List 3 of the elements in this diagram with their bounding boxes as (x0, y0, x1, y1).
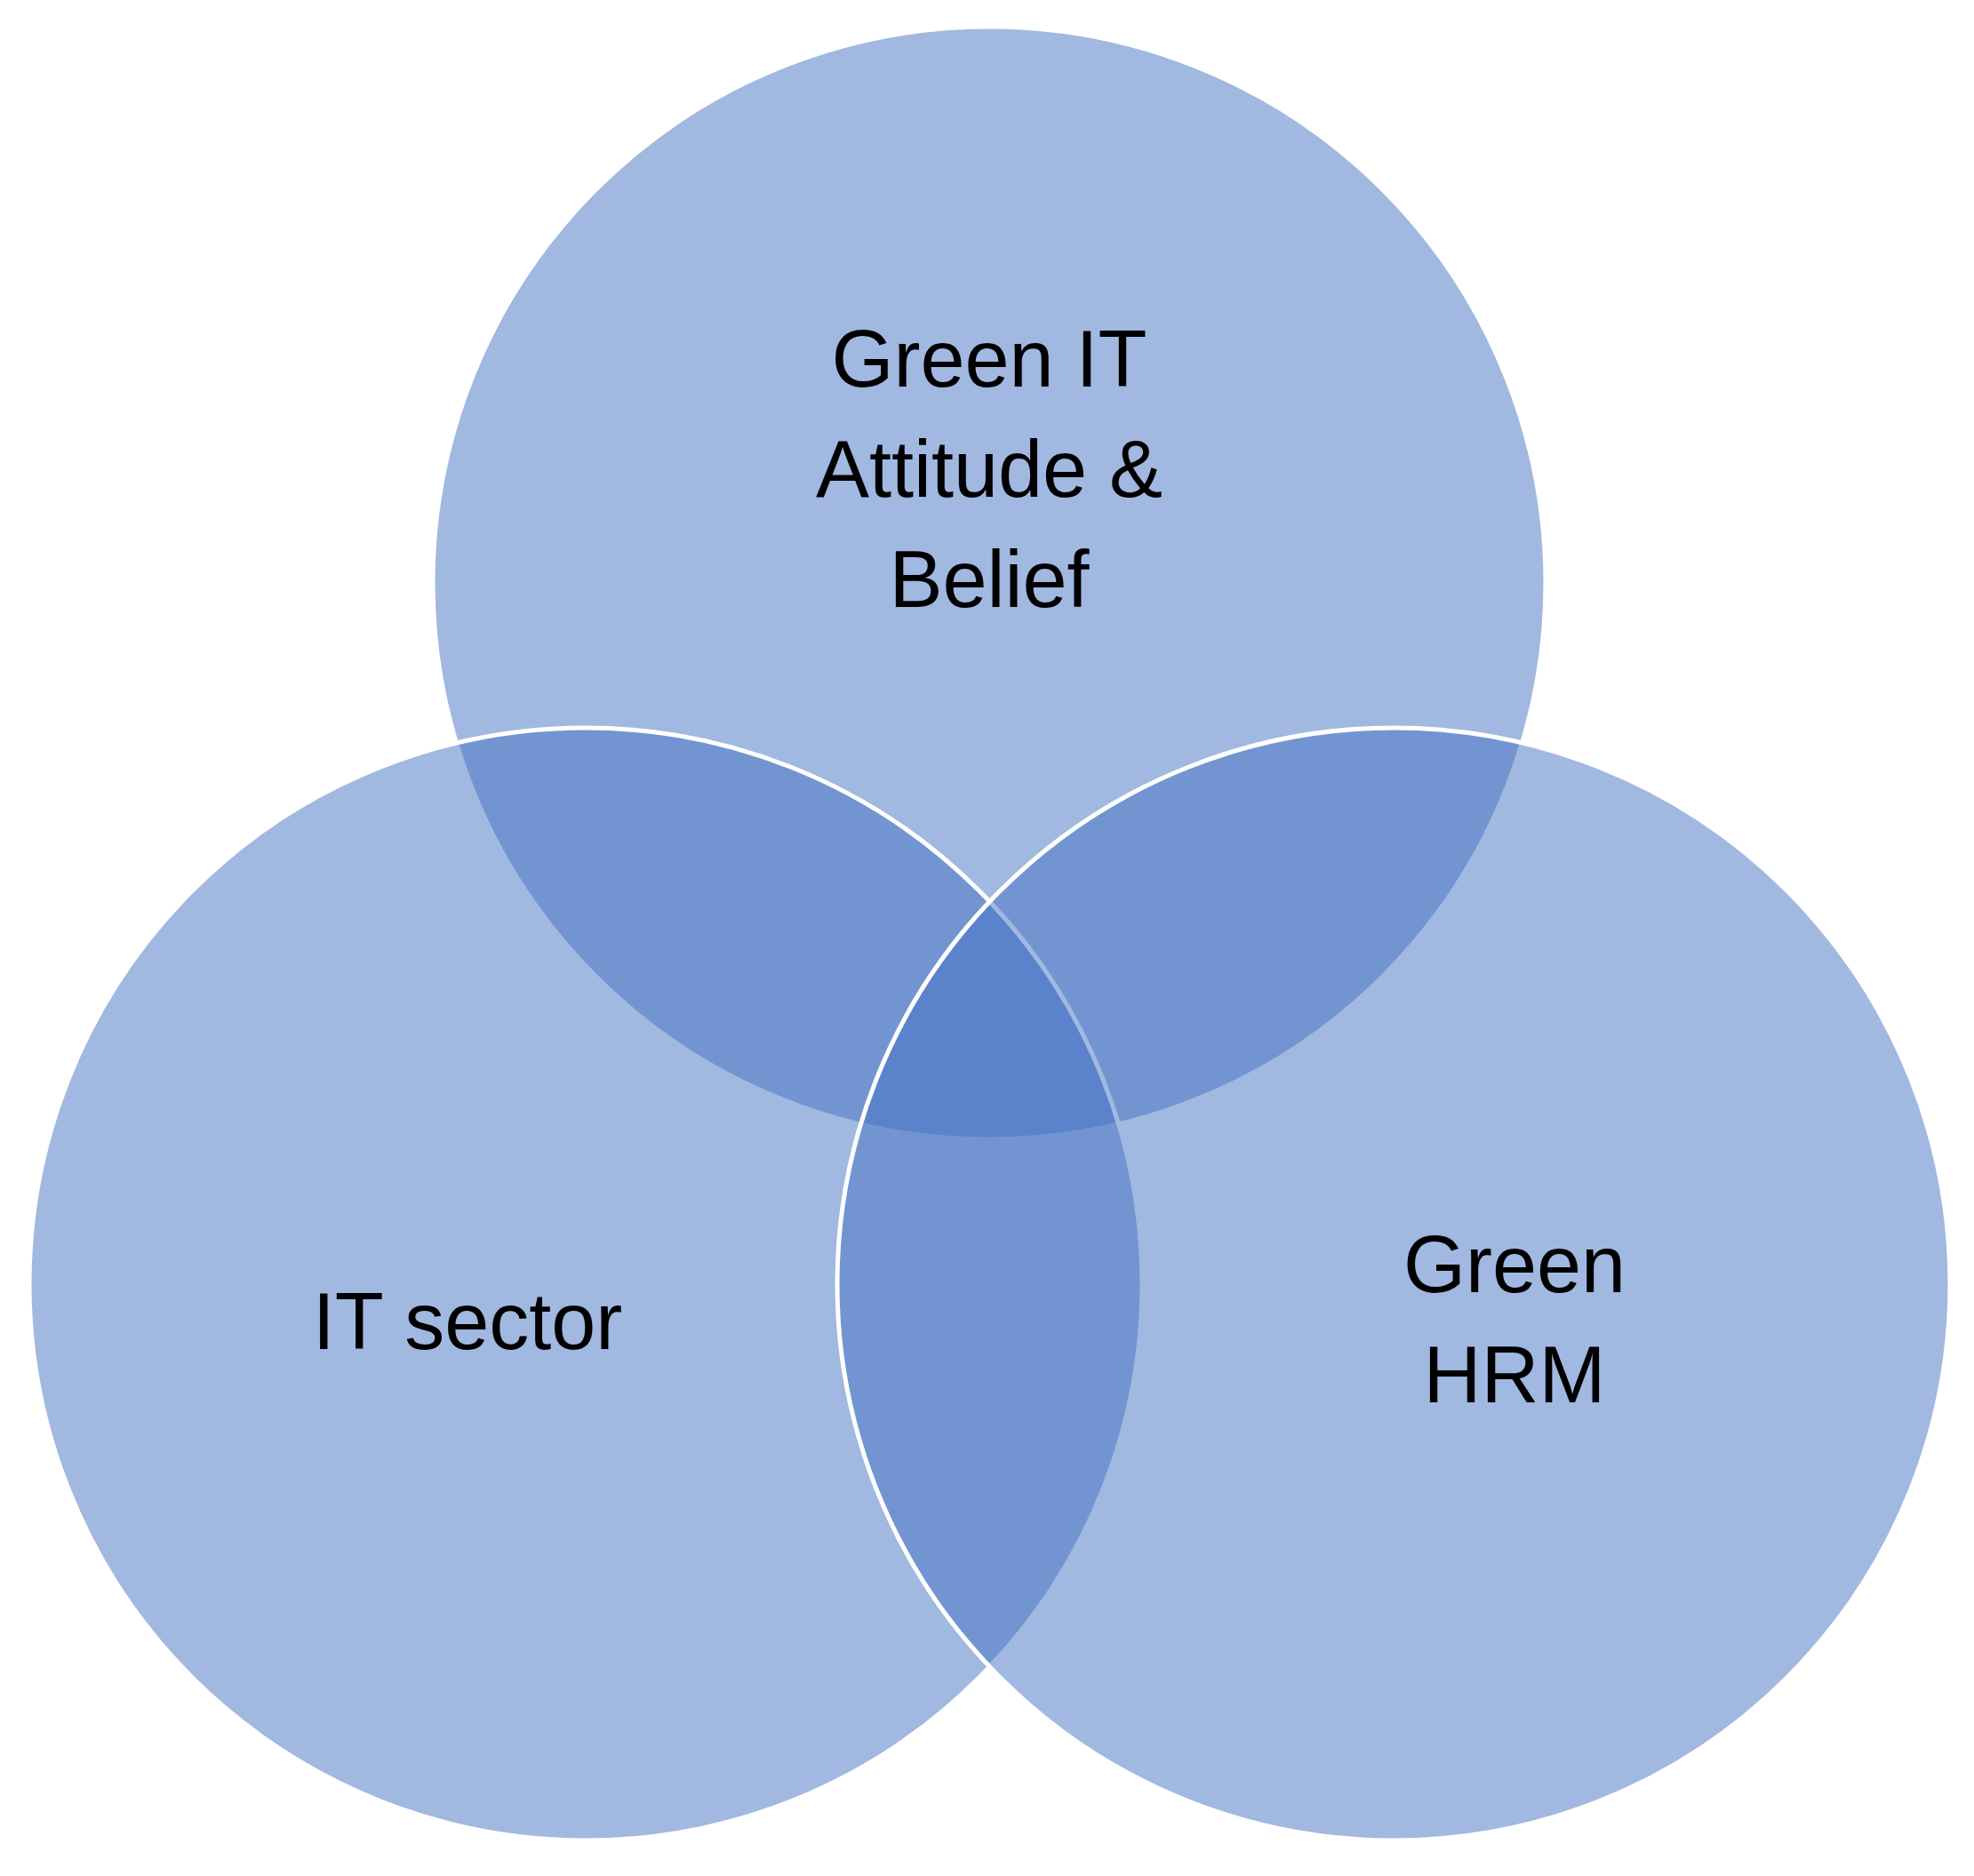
circle-label: Green IT Attitude & Belief (814, 313, 1164, 627)
circle-label: Green HRM (1402, 1218, 1627, 1421)
circle-label: IT sector (311, 1275, 624, 1368)
